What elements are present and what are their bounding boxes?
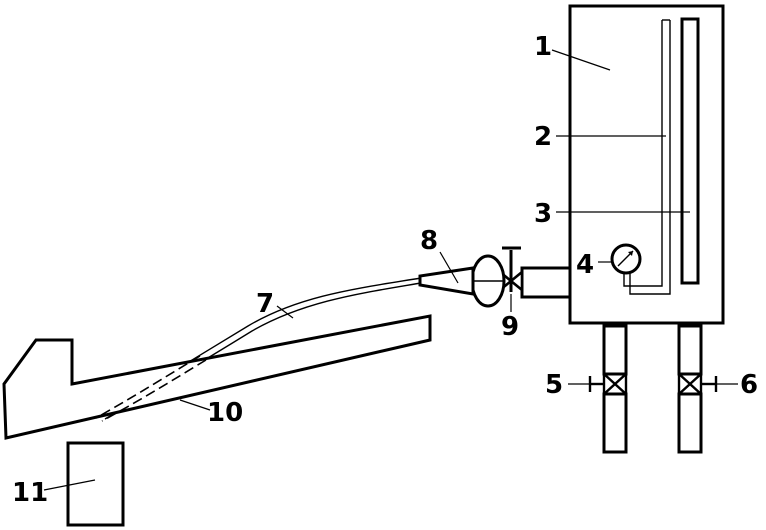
leader-11 (43, 479, 96, 491)
leader-10 (179, 399, 211, 411)
pressure-gauge-icon (610, 243, 642, 275)
vertical-tube (623, 19, 671, 295)
tapered-bar (2, 314, 432, 440)
filter-chamber (470, 254, 506, 308)
label-7: 7 (256, 289, 274, 319)
column-tube (680, 17, 700, 285)
outlet-pipe (520, 266, 572, 299)
label-11: 11 (12, 478, 48, 508)
label-5: 5 (545, 370, 563, 400)
drain-pipe-left (588, 324, 628, 454)
label-10: 10 (207, 398, 243, 428)
drain-pipe-right (677, 324, 718, 454)
hose-hidden-section (95, 355, 207, 422)
label-9: 9 (501, 312, 519, 342)
leader-1 (551, 49, 611, 71)
leader-7 (276, 305, 294, 319)
nozzle-adapter (418, 266, 475, 296)
leader-8 (439, 251, 459, 284)
label-4: 4 (576, 250, 594, 280)
label-1: 1 (534, 32, 552, 62)
label-8: 8 (420, 226, 438, 256)
label-2: 2 (534, 122, 552, 152)
label-6: 6 (740, 370, 758, 400)
label-3: 3 (534, 199, 552, 229)
